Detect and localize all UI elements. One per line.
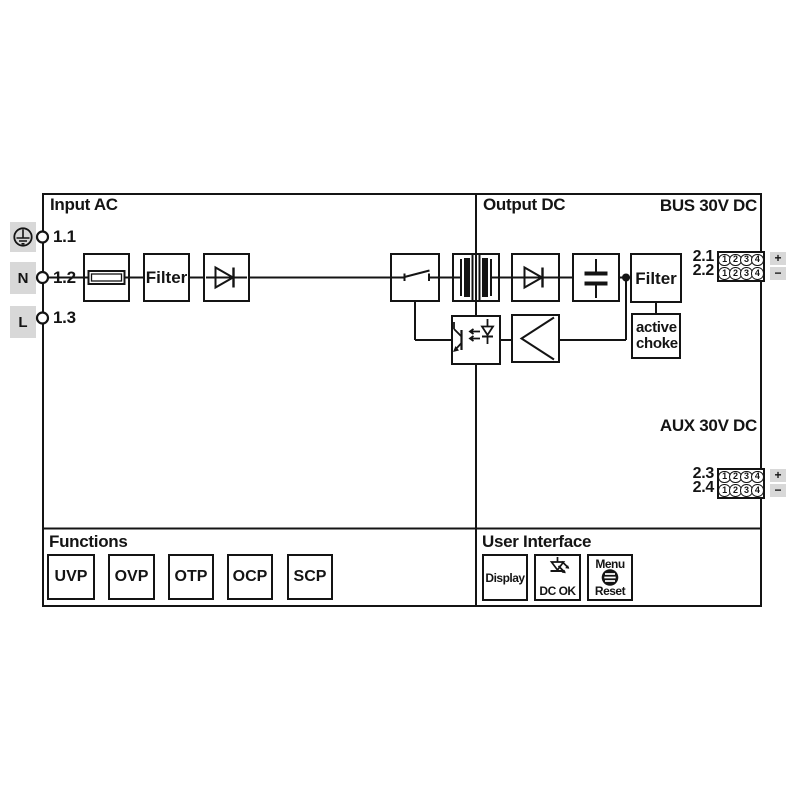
input-rectifier-box — [203, 253, 250, 302]
dc-ok-label: DC OK — [539, 584, 576, 598]
bus-terminal-row-2-2: 1 2 3 4 — [718, 267, 764, 281]
display-box: Display — [482, 554, 528, 601]
function-box-otp: OTP — [168, 554, 214, 600]
bus-minus-badge: − — [770, 267, 786, 280]
function-box-scp: SCP — [287, 554, 333, 600]
active-choke-box: active choke — [631, 313, 681, 359]
neutral-marker-badge: N — [10, 262, 36, 294]
capacitor-box — [572, 253, 620, 302]
terminal-number-1-3: 1.3 — [53, 308, 76, 327]
section-title-bus: BUS 30V DC — [659, 196, 757, 215]
menu-reset-box: Menu Reset — [587, 554, 633, 601]
terminal-number-2-4: 2.4 — [692, 479, 715, 496]
terminal-number-1-2: 1.2 — [53, 268, 76, 287]
input-filter-box: Filter — [143, 253, 190, 302]
amplifier-box — [511, 314, 560, 363]
diagram-frame — [42, 193, 762, 607]
aux-minus-badge: − — [770, 484, 786, 497]
bus-plus-badge: + — [770, 252, 786, 265]
section-title-input-ac: Input AC — [50, 195, 118, 214]
function-box-uvp: UVP — [47, 554, 95, 600]
terminal-number-2-2: 2.2 — [692, 262, 715, 279]
aux-terminal-row-2-3: 1 2 3 4 — [718, 470, 764, 484]
contact-circle: 1 — [718, 267, 731, 280]
aux-terminal-row-2-4: 1 2 3 4 — [718, 484, 764, 498]
optocoupler-box — [451, 315, 501, 365]
dc-ok-box: DC OK — [534, 554, 581, 601]
pe-marker-badge — [10, 222, 36, 252]
fuse-box — [83, 253, 130, 302]
choke-label-line2: choke — [636, 335, 678, 352]
contact-circle: 4 — [751, 267, 764, 280]
contact-circle: 2 — [729, 267, 742, 280]
bus-terminal-block: 1 2 3 4 1 2 3 4 — [717, 251, 765, 282]
aux-plus-badge: + — [770, 469, 786, 482]
section-title-user-interface: User Interface — [482, 532, 592, 551]
transformer-box — [452, 253, 500, 302]
line-marker-badge: L — [10, 306, 36, 338]
terminal-number-2-3: 2.3 — [692, 465, 715, 482]
bus-terminal-row-2-1: 1 2 3 4 — [718, 253, 764, 267]
menu-label: Menu — [595, 557, 625, 571]
function-box-ovp: OVP — [108, 554, 155, 600]
contact-circle: 4 — [751, 470, 764, 483]
output-diode-box — [511, 253, 560, 302]
section-title-output-dc: Output DC — [483, 195, 566, 214]
function-box-ocp: OCP — [227, 554, 273, 600]
aux-terminal-block: 1 2 3 4 1 2 3 4 — [717, 468, 765, 499]
contact-circle: 4 — [751, 253, 764, 266]
contact-circle: 4 — [751, 484, 764, 497]
section-title-functions: Functions — [49, 532, 128, 551]
terminal-number-1-1: 1.1 — [53, 227, 76, 246]
choke-label-line1: active — [636, 319, 677, 336]
reset-label: Reset — [594, 584, 626, 598]
output-filter-box: Filter — [630, 253, 682, 303]
terminal-number-2-1: 2.1 — [692, 248, 715, 265]
switch-box — [390, 253, 440, 302]
section-title-aux: AUX 30V DC — [659, 416, 757, 435]
